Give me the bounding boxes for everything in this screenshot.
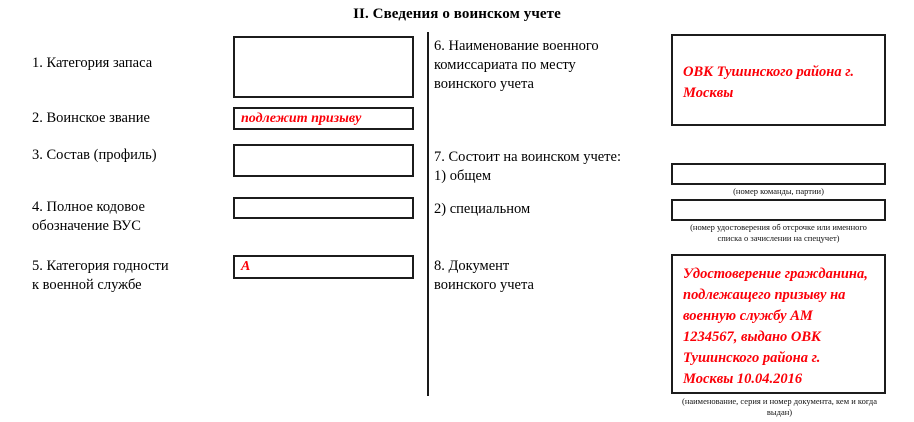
field-special-registration-value <box>673 201 884 204</box>
label-commissariat-name-line3: воинского учета <box>434 76 534 92</box>
field-commissariat-name-value-line2: Москвы <box>683 85 734 101</box>
label-reserve-category: 1. Категория запаса <box>32 55 153 71</box>
field-military-document[interactable]: Удостоверение гражданина, подлежащего пр… <box>671 254 886 394</box>
caption-general-registration: (номер команды, партии) <box>733 186 824 196</box>
label-military-document: 8. Документ воинского учета <box>434 257 654 295</box>
label-commissariat-name-line2: комиссариата по месту <box>434 57 576 73</box>
field-vus-code[interactable] <box>233 197 414 219</box>
field-military-document-value-line1: Удостоверение гражданина, <box>683 266 868 282</box>
field-military-document-value-line6: Москвы 10.04.2016 <box>683 371 803 387</box>
page-title: II. Сведения о воинском учете <box>353 6 561 22</box>
field-fitness-category[interactable]: А <box>233 255 414 279</box>
field-military-rank-value: подлежит призыву <box>241 111 362 126</box>
label-registration-status: 7. Состоит на воинском учете: 1) общем <box>434 148 654 186</box>
label-commissariat-name: 6. Наименование военного комиссариата по… <box>434 37 649 94</box>
label-military-document-line2: воинского учета <box>434 277 534 293</box>
field-military-document-value: Удостоверение гражданина, подлежащего пр… <box>673 256 884 394</box>
label-registration-status-heading: 7. Состоит на воинском учете: <box>434 149 621 165</box>
label-fitness-category-line1: 5. Категория годности <box>32 258 169 274</box>
label-military-rank: 2. Воинское звание <box>32 110 150 126</box>
label-composition-profile: 3. Состав (профиль) <box>32 147 157 163</box>
label-vus-code-line2: обозначение ВУС <box>32 218 141 234</box>
field-military-document-value-line3: военную службу АМ <box>683 308 813 324</box>
column-divider <box>427 32 429 396</box>
field-vus-code-value <box>235 199 412 202</box>
label-vus-code-line1: 4. Полное кодовое <box>32 199 145 215</box>
label-registration-special: 2) специальном <box>434 201 531 217</box>
caption-special-registration-line1: (номер удостоверения об отсрочке или име… <box>690 222 867 232</box>
label-commissariat-name-line1: 6. Наименование военного <box>434 38 599 54</box>
label-fitness-category-line2: к военной службе <box>32 277 142 293</box>
caption-special-registration-line2: списка о зачислении на спецучет) <box>717 233 840 243</box>
field-general-registration[interactable] <box>671 163 886 185</box>
field-general-registration-value <box>673 165 884 168</box>
field-military-document-value-line4: 1234567, выдано ОВК <box>683 329 821 345</box>
field-commissariat-name-value-line1: ОВК Тушинского района г. <box>683 64 854 80</box>
field-commissariat-name[interactable]: ОВК Тушинского района г. Москвы <box>671 34 886 126</box>
field-special-registration[interactable] <box>671 199 886 221</box>
caption-military-document-line1: (наименование, серия и номер документа, … <box>681 396 877 406</box>
field-composition-profile-value <box>235 146 412 150</box>
label-fitness-category: 5. Категория годности к военной службе <box>32 257 232 295</box>
caption-special-registration: (номер удостоверения об отсрочке или име… <box>662 222 895 244</box>
field-fitness-category-value: А <box>241 259 251 274</box>
field-commissariat-name-value: ОВК Тушинского района г. Москвы <box>673 36 884 108</box>
field-composition-profile[interactable] <box>233 144 414 177</box>
field-military-rank[interactable]: подлежит призыву <box>233 107 414 130</box>
label-registration-general: 1) общем <box>434 168 492 184</box>
label-military-document-line1: 8. Документ <box>434 258 510 274</box>
field-reserve-category-value <box>235 38 412 42</box>
field-reserve-category[interactable] <box>233 36 414 98</box>
caption-military-document: (наименование, серия и номер документа, … <box>662 396 897 418</box>
field-military-document-value-line2: подлежащего призыву на <box>683 287 846 303</box>
caption-military-document-line2: выдан) <box>766 407 793 417</box>
label-vus-code: 4. Полное кодовое обозначение ВУС <box>32 198 227 236</box>
field-military-document-value-line5: Тушинского района г. <box>683 350 821 366</box>
